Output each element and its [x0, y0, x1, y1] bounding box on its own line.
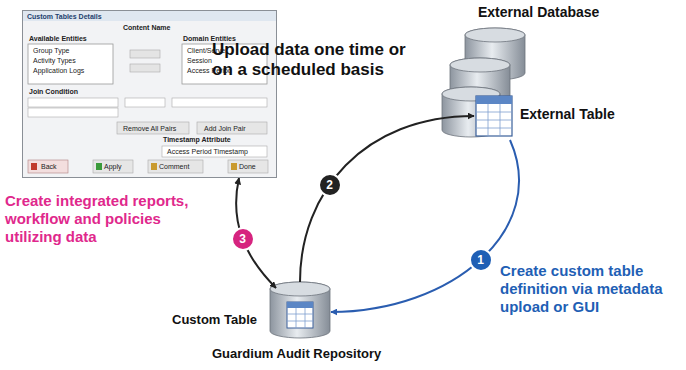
node-label: External Table [520, 106, 615, 122]
gui-text: Access Period Timestamp [167, 148, 248, 155]
callout-number: 3 [231, 227, 255, 251]
gui-text: Session [187, 57, 212, 64]
gui-text: Content Name [123, 24, 170, 31]
database-cylinders [442, 28, 525, 137]
external-table: External Table [474, 92, 624, 140]
gui-text: Available Entities [29, 35, 87, 42]
gui-text: Join Condition [29, 88, 78, 95]
database-heading: External Database [478, 4, 608, 24]
gui-text: Comment [159, 163, 189, 170]
gui-text: Timestamp Attribute [163, 136, 231, 143]
node-label: Custom Tables Details [27, 13, 102, 20]
gui-text: Application Logs [33, 67, 84, 74]
node-label: Custom Table [172, 312, 257, 327]
step-description: Upload data one time or on a scheduled b… [212, 40, 417, 81]
gui-text: Add Join Pair [204, 125, 246, 132]
gui-screenshot-window: Custom Tables DetailsContent NameAvailab… [22, 10, 277, 178]
gui-text: Remove All Pairs [123, 125, 176, 132]
callout-number: 1 [469, 248, 493, 272]
gui-text: Group Type [33, 47, 69, 54]
step-description: Create custom table definition via metad… [500, 262, 680, 316]
gui-text: Done [239, 163, 256, 170]
gui-screenshot [22, 10, 277, 178]
step-description: Create integrated reports, workflow and … [5, 192, 220, 246]
callout-number: 2 [318, 173, 342, 197]
gui-text: Apply [104, 163, 122, 170]
flow-arrow [300, 116, 474, 282]
flow-arrow [331, 140, 519, 312]
gui-text: Back [41, 163, 57, 170]
custom-table: Custom TableGuardium Audit Repository [172, 282, 386, 366]
repository-cylinder [270, 282, 330, 338]
gui-text: Activity Types [33, 57, 76, 64]
node-label: Guardium Audit Repository [212, 346, 381, 361]
table-icon [476, 96, 512, 136]
node-label: External Database [478, 4, 599, 20]
